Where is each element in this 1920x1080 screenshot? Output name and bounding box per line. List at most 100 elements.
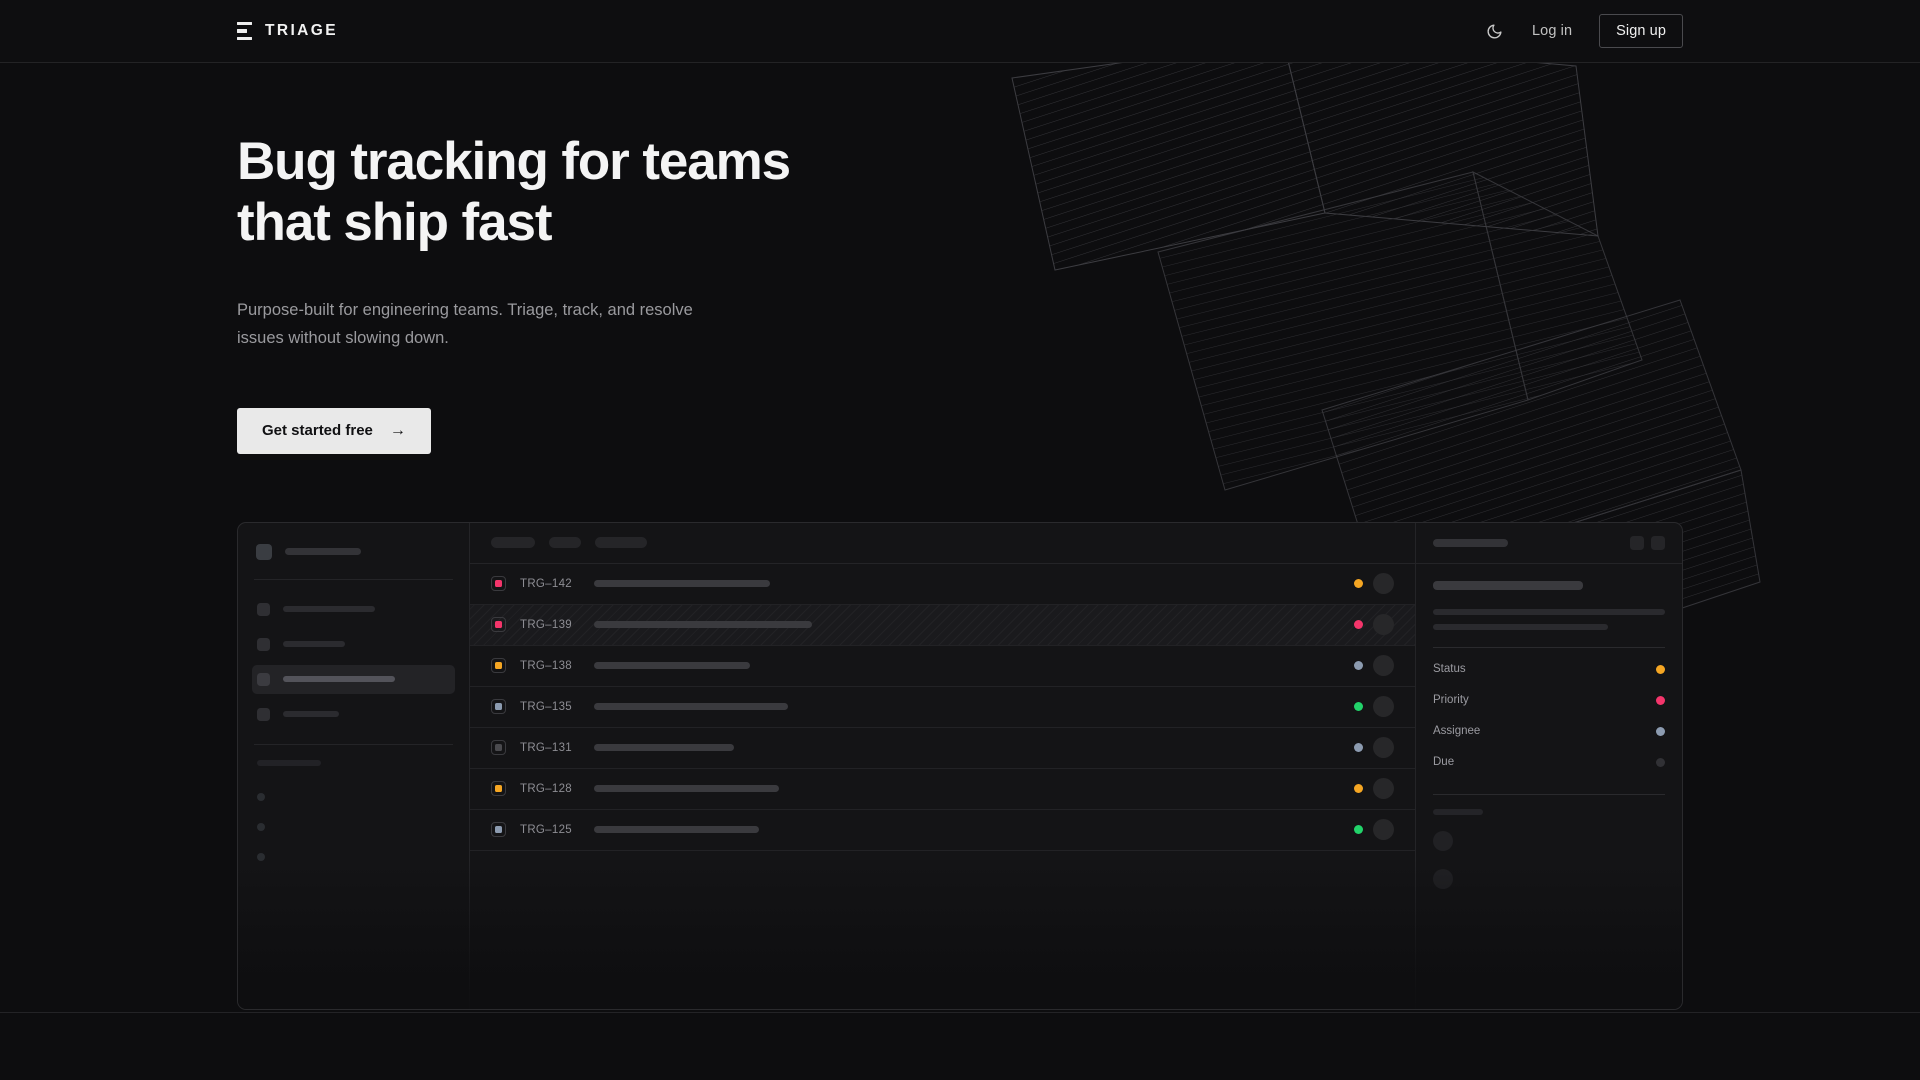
detail-metadata: Status Priority Assignee Due (1433, 654, 1665, 778)
detail-divider (1433, 646, 1665, 648)
sidebar-sub-item-3[interactable] (252, 842, 455, 872)
sidebar-item-icon (257, 672, 270, 686)
detail-meta-row[interactable]: Status (1433, 654, 1665, 685)
hero-title-line-1: Bug tracking for teams (237, 132, 791, 191)
detail-header-placeholder (1433, 538, 1508, 547)
detail-meta-label: Due (1433, 756, 1455, 769)
issue-id: TRG–135 (520, 700, 572, 713)
table-row[interactable]: TRG–125 (470, 810, 1415, 851)
comment-avatar-1[interactable] (1433, 830, 1453, 851)
sidebar-brand-placeholder (285, 548, 361, 556)
sidebar-divider-top (254, 578, 453, 580)
detail-description-line-1 (1433, 608, 1665, 615)
page-title: Bug tracking for teams that ship fast (237, 131, 957, 254)
signup-button[interactable]: Sign up (1599, 14, 1683, 48)
detail-meta-label: Priority (1433, 694, 1469, 707)
hero-section: Bug tracking for teams that ship fast Pu… (0, 131, 1920, 454)
avatar[interactable] (1373, 737, 1394, 759)
issue-row-meta (1338, 819, 1394, 841)
issue-row-meta (1338, 696, 1394, 718)
detail-footer-label (1433, 808, 1483, 815)
bullet-icon (257, 822, 265, 831)
detail-comment-avatars (1433, 830, 1665, 889)
detail-meta-row[interactable]: Due (1433, 747, 1665, 778)
status-badge (1354, 579, 1363, 589)
priority-icon (491, 658, 506, 674)
priority-icon (491, 781, 506, 797)
issue-title-placeholder (594, 703, 788, 711)
status-badge (1354, 784, 1363, 794)
avatar[interactable] (1373, 696, 1394, 718)
detail-meta-label: Assignee (1433, 725, 1481, 738)
issue-detail-panel: Status Priority Assignee Due (1416, 523, 1682, 1009)
hero-subtitle: Purpose-built for engineering teams. Tri… (237, 300, 693, 348)
status-badge (1354, 620, 1363, 630)
sidebar-item-2[interactable] (252, 630, 455, 659)
sidebar-sub-item-1[interactable] (252, 782, 455, 812)
issue-title-placeholder (594, 662, 750, 670)
issue-rows: TRG–142 TRG–139 TRG–138 TRG–135 (470, 564, 1415, 851)
avatar[interactable] (1373, 573, 1394, 595)
avatar[interactable] (1373, 614, 1394, 636)
issue-title-placeholder (594, 744, 734, 752)
sidebar-item-3[interactable] (252, 664, 455, 694)
issue-title-placeholder (594, 580, 770, 588)
priority-icon (491, 740, 506, 756)
page-bottom-rule (0, 1012, 1920, 1013)
filter-pill-2[interactable] (549, 537, 581, 549)
comment-avatar-2[interactable] (1433, 868, 1453, 889)
issue-id: TRG–138 (520, 659, 572, 672)
table-row[interactable]: TRG–142 (470, 564, 1415, 605)
issue-id: TRG–139 (520, 618, 572, 631)
header-actions: Log in Sign up (1483, 14, 1683, 48)
sidebar-divider-bottom (254, 743, 453, 745)
avatar[interactable] (1373, 778, 1394, 800)
detail-meta-row[interactable]: Priority (1433, 685, 1665, 716)
table-row[interactable]: TRG–139 (470, 604, 1415, 646)
bullet-icon (257, 792, 265, 801)
detail-meta-value-dot (1656, 664, 1665, 674)
app-window: TRG–142 TRG–139 TRG–138 TRG–135 (237, 521, 1683, 1010)
issue-row-meta (1338, 573, 1394, 595)
status-badge (1354, 825, 1363, 835)
filter-pill-1[interactable] (491, 537, 535, 549)
table-row[interactable]: TRG–138 (470, 646, 1415, 687)
detail-description-placeholder (1433, 608, 1665, 630)
detail-action-button-2[interactable] (1651, 535, 1665, 550)
priority-icon (491, 617, 506, 633)
detail-meta-value-dot (1656, 757, 1665, 767)
avatar[interactable] (1373, 655, 1394, 677)
get-started-button[interactable]: Get started free → (237, 407, 431, 454)
filter-pill-3[interactable] (595, 537, 647, 549)
table-row[interactable]: TRG–135 (470, 687, 1415, 728)
issue-id: TRG–131 (520, 741, 572, 754)
sidebar-sub-item-2[interactable] (252, 812, 455, 842)
cta-label: Get started free (262, 422, 373, 440)
priority-icon (491, 576, 506, 592)
sidebar-item-4[interactable] (252, 700, 455, 729)
issue-title-placeholder (594, 826, 759, 834)
moon-icon[interactable] (1483, 20, 1505, 42)
table-row[interactable]: TRG–128 (470, 769, 1415, 810)
table-row[interactable]: TRG–131 (470, 728, 1415, 769)
issue-list-toolbar (470, 523, 1415, 564)
arrow-right-icon: → (389, 421, 406, 439)
avatar[interactable] (1373, 819, 1394, 841)
login-link[interactable]: Log in (1532, 23, 1573, 39)
detail-footer (1416, 778, 1682, 907)
status-badge (1354, 743, 1363, 753)
brand-logo[interactable]: TRIAGE (237, 22, 338, 40)
issue-title-placeholder (594, 621, 812, 629)
issue-row-meta (1338, 614, 1394, 636)
detail-meta-row[interactable]: Assignee (1433, 716, 1665, 747)
sidebar-brand[interactable] (252, 540, 455, 564)
sidebar-item-1[interactable] (252, 595, 455, 624)
issue-id: TRG–128 (520, 782, 572, 795)
stacked-bars-logo-icon (237, 22, 252, 40)
issue-id: TRG–142 (520, 577, 572, 590)
issue-id: TRG–125 (520, 823, 572, 836)
detail-action-button-1[interactable] (1630, 535, 1644, 550)
detail-title-placeholder (1433, 580, 1583, 590)
sidebar-item-label (283, 676, 395, 683)
